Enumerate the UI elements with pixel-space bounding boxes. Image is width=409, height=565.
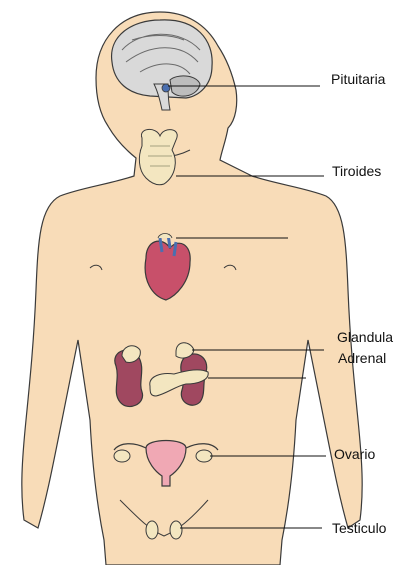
thyroid-gland — [139, 129, 177, 184]
right-ovary — [196, 450, 212, 462]
left-testicle — [146, 521, 158, 539]
label-adrenal: Adrenal — [338, 350, 386, 366]
pituitary-gland — [162, 84, 170, 92]
left-ovary — [114, 450, 130, 462]
label-testiculo: Testiculo — [332, 520, 386, 536]
label-glandula: Glandula — [337, 329, 393, 345]
right-testicle — [170, 521, 182, 539]
label-pituitaria: Pituitaria — [331, 71, 385, 87]
label-ovario: Ovario — [334, 446, 375, 462]
label-tiroides: Tiroides — [332, 163, 381, 179]
